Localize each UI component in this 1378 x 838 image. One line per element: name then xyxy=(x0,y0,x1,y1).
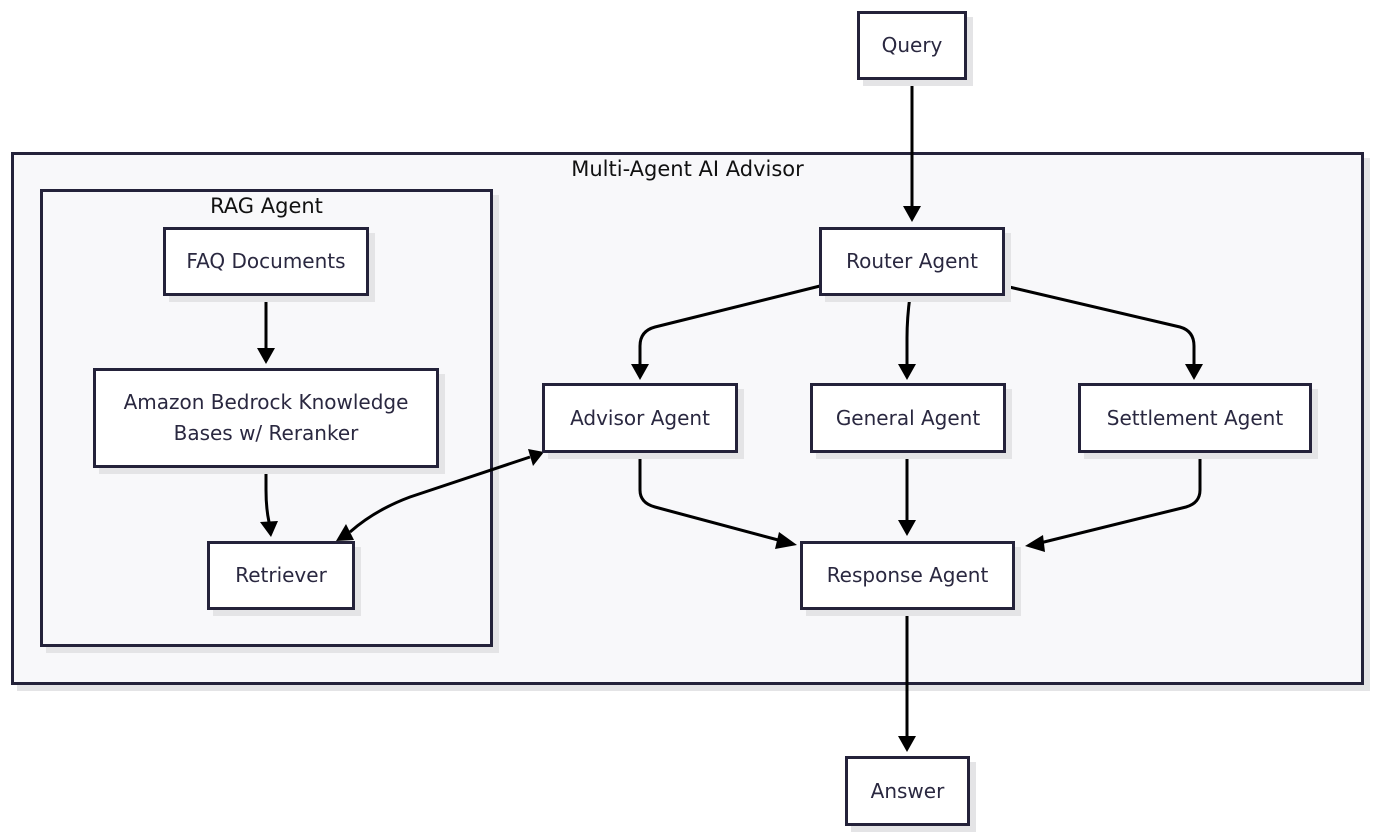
node-response-agent: Response Agent xyxy=(800,541,1015,610)
node-general-agent: General Agent xyxy=(810,383,1006,453)
node-amazon-bedrock: Amazon Bedrock Knowledge Bases w/ Rerank… xyxy=(93,368,439,468)
multi-agent-group-title: Multi-Agent AI Advisor xyxy=(571,157,804,181)
node-advisor-agent: Advisor Agent xyxy=(542,383,738,453)
node-faq-documents: FAQ Documents xyxy=(163,227,369,296)
node-answer: Answer xyxy=(845,756,970,826)
node-query: Query xyxy=(857,11,967,80)
rag-agent-group-title: RAG Agent xyxy=(210,194,323,218)
node-settlement-agent: Settlement Agent xyxy=(1078,383,1312,453)
node-retriever: Retriever xyxy=(207,541,355,610)
arrowhead-answer xyxy=(898,736,916,752)
node-router-agent: Router Agent xyxy=(819,227,1005,296)
